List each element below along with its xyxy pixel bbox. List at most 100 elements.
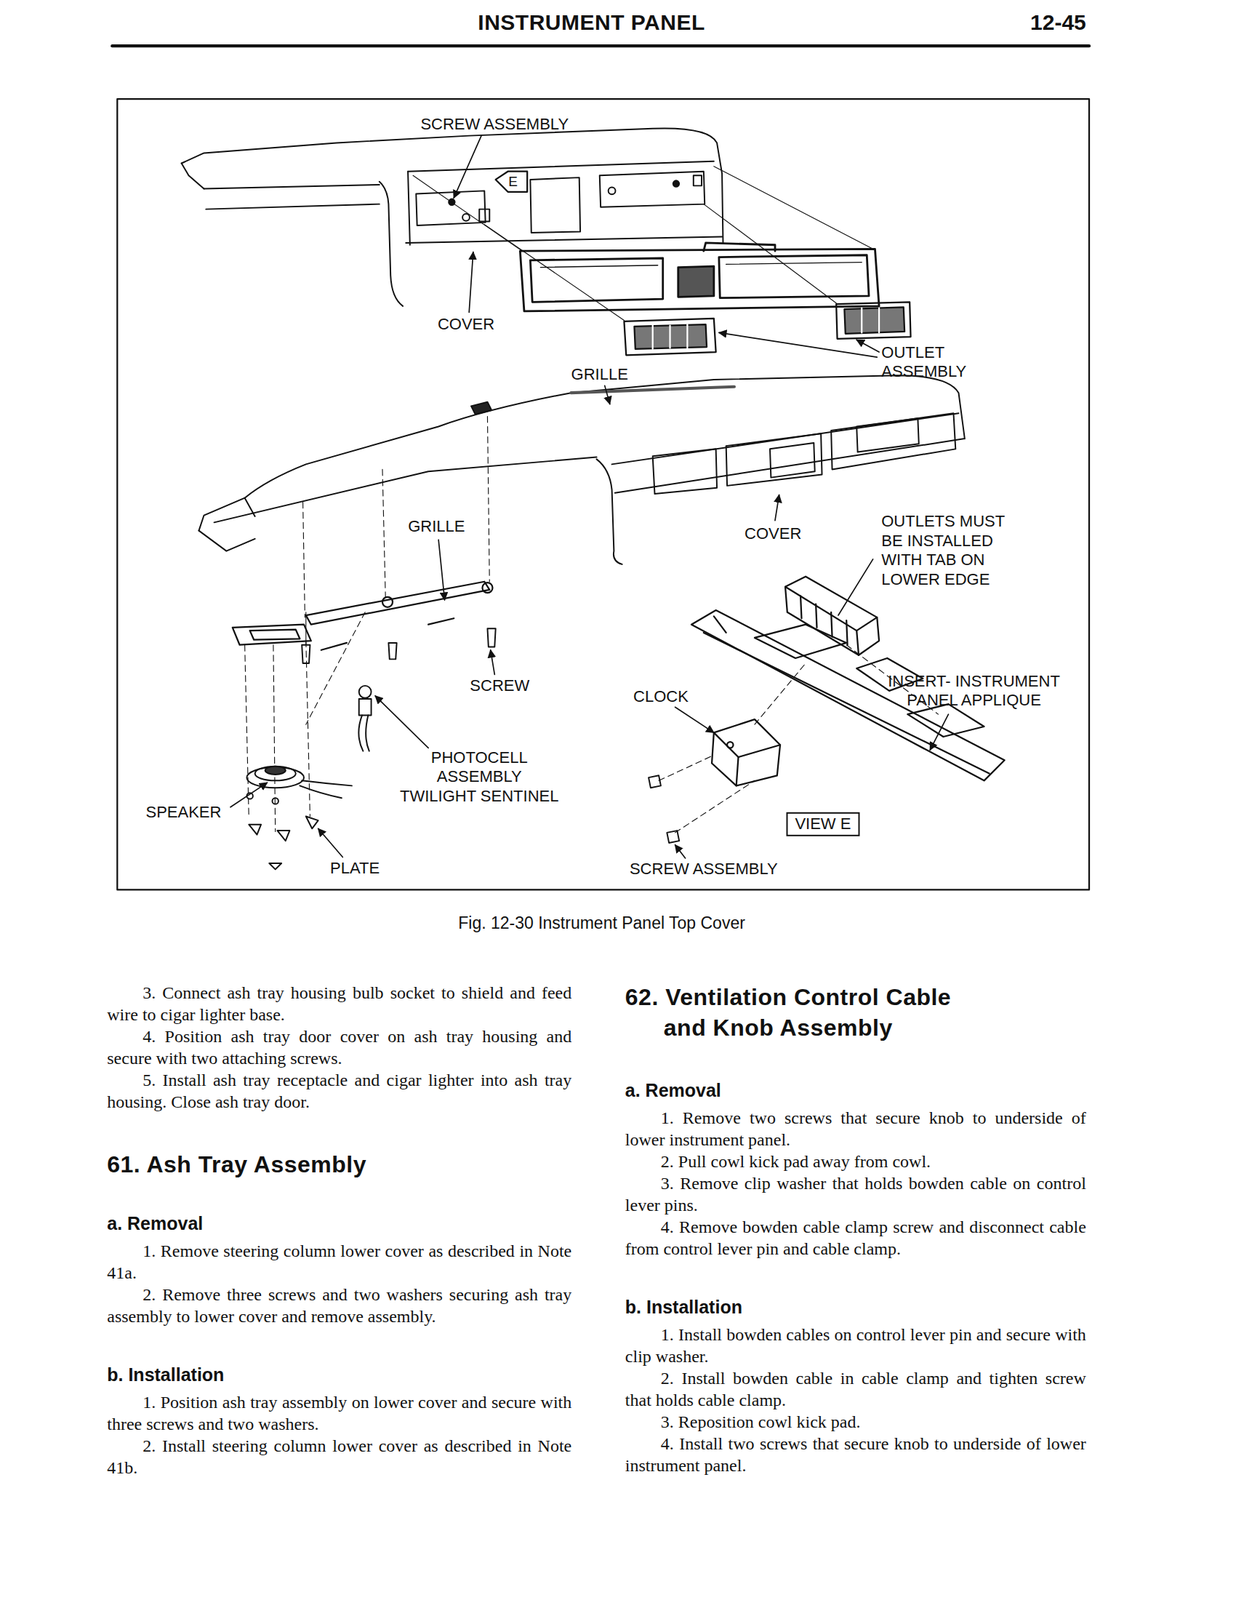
leader-lines	[929, 713, 949, 750]
procedure-step: 1. Position ash tray assembly on lower c…	[106, 1390, 572, 1435]
leader-lines	[490, 649, 496, 675]
part-label: PLATE	[330, 857, 380, 877]
leader-lines	[775, 494, 780, 520]
outlet-with-tab	[831, 612, 832, 637]
assembly-lines	[484, 224, 624, 321]
assembly-lines	[306, 640, 311, 816]
upper-panel-opening	[608, 186, 616, 195]
photocell-assembly	[365, 715, 370, 752]
procedure-step: 4. Position ash tray door cover on ash t…	[106, 1025, 572, 1069]
procedure-step: 2. Pull cowl kick pad away from cowl.	[625, 1150, 1087, 1173]
lower-panel-top-cover	[615, 438, 965, 493]
upper-panel-opening	[599, 171, 705, 208]
screw-assembly	[648, 775, 661, 788]
outlet-with-tab	[858, 617, 880, 656]
outlet-assembly	[836, 301, 911, 339]
outlet-frame	[519, 242, 880, 312]
upper-panel-opening	[407, 171, 411, 246]
assembly-lines	[675, 780, 755, 833]
speaker-plate	[248, 815, 318, 869]
part-label: GRILLE	[571, 364, 629, 384]
header-rule	[111, 45, 1090, 47]
upper-panel-opening	[673, 180, 680, 187]
speaker	[272, 797, 279, 804]
upper-panel-opening	[181, 127, 724, 306]
leader-lines	[230, 782, 267, 808]
part-label: COVER	[744, 523, 802, 543]
leader-lines	[318, 828, 344, 857]
assembly-lines	[303, 501, 306, 618]
procedure-step: 2. Remove three screws and two washers s…	[106, 1283, 572, 1327]
grille-strip	[321, 642, 347, 650]
part-label: GRILLE	[407, 516, 465, 536]
grille-strip	[482, 582, 493, 593]
lower-panel-top-cover	[652, 448, 717, 494]
grille-strip	[306, 581, 490, 625]
grille-strip	[250, 629, 301, 640]
photocell-assembly	[358, 685, 371, 752]
speaker-plate	[269, 863, 282, 869]
assembly-lines	[658, 754, 714, 781]
upper-panel-opening	[415, 190, 485, 226]
outlet-assembly	[878, 308, 880, 333]
leader-lines	[375, 695, 429, 749]
assembly-lines	[245, 644, 250, 817]
part-label: SPEAKER	[146, 801, 222, 821]
grille-strip	[428, 618, 454, 624]
assembly-lines	[382, 468, 386, 597]
subsection-heading: b. Installation	[106, 1363, 572, 1386]
procedure-step: 3. Remove clip washer that holds bowden …	[625, 1172, 1087, 1216]
outlet-frame	[530, 258, 663, 302]
upper-panel-opening	[479, 209, 490, 222]
figure-frame	[117, 98, 1090, 890]
assembly-lines	[713, 166, 876, 251]
leader-lines	[838, 559, 874, 616]
outlet-frame	[703, 242, 776, 251]
outlet-with-tab	[815, 604, 817, 628]
procedure-step: 1. Remove steering column lower cover as…	[106, 1239, 572, 1284]
leader-lines	[468, 252, 474, 313]
procedure-step: 4. Remove bowden cable clamp screw and d…	[625, 1215, 1087, 1260]
screws	[388, 642, 397, 659]
section-heading: 61. Ash Tray Assembly	[106, 1148, 572, 1180]
screws	[487, 628, 496, 647]
procedure-step: 5. Install ash tray receptacle and cigar…	[106, 1068, 572, 1113]
subsection-heading: a. Removal	[106, 1212, 572, 1234]
speaker	[255, 766, 296, 781]
upper-panel-opening	[204, 184, 380, 190]
grille-strip	[382, 596, 393, 608]
outlet-frame	[540, 265, 658, 268]
speaker-plate	[248, 824, 262, 835]
clock	[711, 719, 781, 786]
lower-panel-top-cover	[471, 402, 492, 415]
leader-lines	[675, 706, 714, 733]
lower-panel-top-cover	[199, 375, 965, 565]
procedure-step: 2. Install steering column lower cover a…	[106, 1434, 572, 1479]
speaker	[265, 766, 286, 775]
part-label: SCREW ASSEMBLY	[420, 114, 569, 134]
screw-assembly	[666, 830, 680, 843]
upper-panel-opening	[405, 237, 722, 243]
outlet-assembly	[686, 324, 688, 348]
page-title: INSTRUMENT PANEL	[477, 10, 705, 35]
outlet-frame	[726, 262, 863, 265]
outlet-frame	[719, 255, 869, 299]
outlet-assembly	[860, 308, 863, 333]
leader-lines	[856, 339, 880, 352]
part-label: SCREW ASSEMBLY	[629, 859, 778, 879]
outlet-with-tab	[785, 576, 880, 656]
photocell-assembly	[358, 715, 363, 752]
text-column: 62. Ventilation Control Cable and Knob A…	[625, 981, 1087, 1476]
grille-strip	[232, 624, 312, 645]
procedure-step: 4. Install two screws that secure knob t…	[625, 1432, 1087, 1476]
lower-panel-top-cover	[570, 386, 734, 393]
assembly-lines	[754, 663, 806, 725]
outlet-assembly	[844, 306, 905, 333]
upper-panel-opening	[462, 213, 470, 222]
part-label: SCREW	[469, 675, 530, 695]
assembly-lines	[703, 204, 837, 304]
outlet-assembly	[623, 301, 911, 355]
view-marker: E	[508, 173, 518, 190]
leader-lines	[230, 135, 949, 858]
clock	[713, 732, 781, 757]
